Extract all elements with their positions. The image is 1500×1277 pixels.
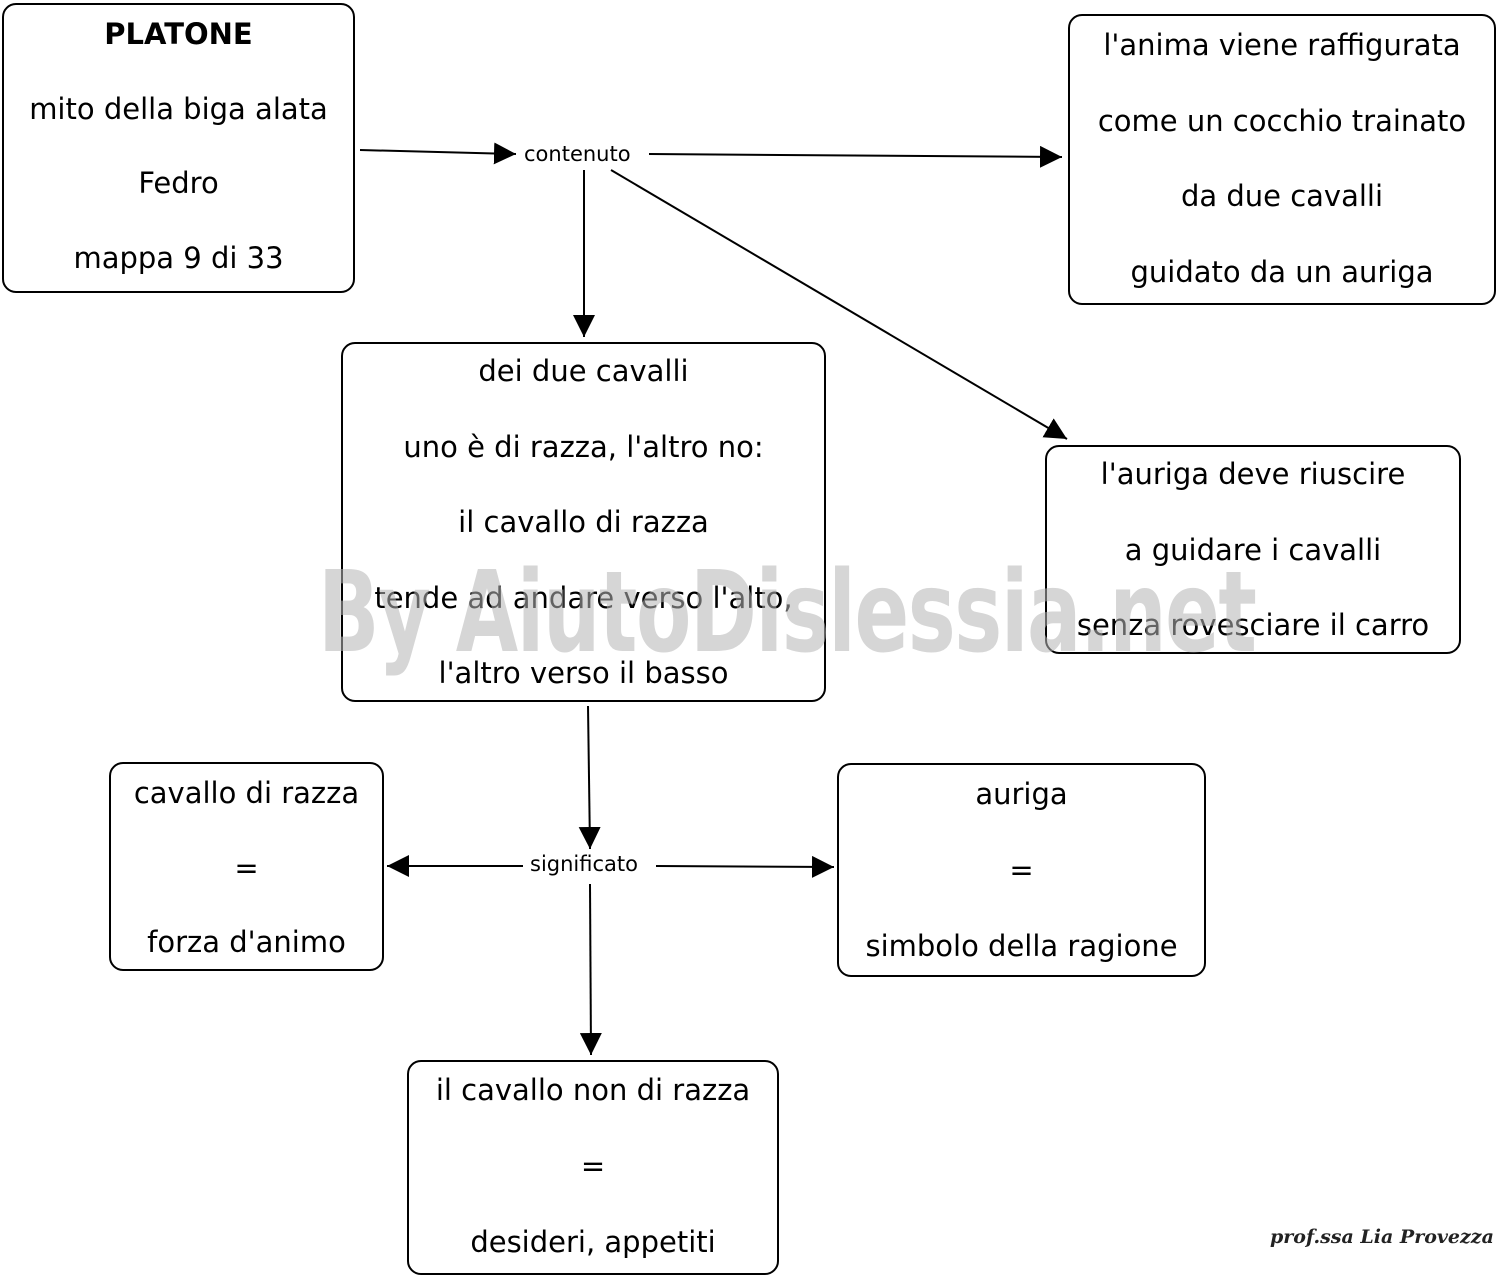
node-text-line: l'altro verso il basso bbox=[438, 656, 729, 690]
node-text-line: il cavallo non di razza bbox=[435, 1073, 751, 1107]
title-line: mappa 9 di 33 bbox=[73, 240, 284, 275]
node-due-cavalli: dei due cavalli uno è di razza, l'altro … bbox=[341, 342, 826, 702]
node-cavallo-non-razza: il cavallo non di razza = desideri, appe… bbox=[407, 1060, 779, 1275]
arrow-title-to-contenuto bbox=[359, 142, 517, 165]
link-label-contenuto: contenuto bbox=[520, 141, 635, 167]
node-text-line: senza rovesciare il carro bbox=[1076, 608, 1430, 642]
node-text-line: da due cavalli bbox=[1180, 179, 1384, 214]
node-text-line: guidato da un auriga bbox=[1130, 254, 1434, 289]
node-text-line: il cavallo di razza bbox=[458, 505, 709, 539]
node-anima: l'anima viene raffigurata come un cocchi… bbox=[1068, 14, 1496, 305]
equals-sign: = bbox=[1009, 853, 1034, 887]
node-text-line: tende ad andare verso l'alto, bbox=[374, 580, 793, 615]
title-heading: PLATONE bbox=[104, 17, 253, 51]
equals-sign: = bbox=[234, 850, 259, 885]
title-line: mito della biga alata bbox=[29, 91, 328, 126]
arrow-due-cavalli-to-significato bbox=[578, 705, 601, 850]
node-auriga-guida: l'auriga deve riuscire a guidare i caval… bbox=[1045, 445, 1461, 654]
arrow-significato-to-cavallo-non-razza bbox=[579, 883, 602, 1056]
node-text-line: uno è di razza, l'altro no: bbox=[403, 429, 764, 464]
node-text-line: forza d'animo bbox=[147, 925, 346, 959]
link-label-significato: significato bbox=[526, 851, 642, 877]
arrow-significato-to-auriga-simbolo bbox=[655, 855, 835, 878]
watermark: By AiutoDislessia.net bbox=[318, 548, 1257, 678]
node-title: PLATONE mito della biga alata Fedro mapp… bbox=[2, 3, 355, 293]
node-auriga-simbolo: auriga = simbolo della ragione bbox=[837, 763, 1206, 977]
node-text-line: l'anima viene raffigurata bbox=[1103, 28, 1461, 62]
node-cavallo-razza: cavallo di razza = forza d'animo bbox=[109, 762, 384, 971]
node-text-line: dei due cavalli bbox=[478, 354, 689, 388]
equals-sign: = bbox=[580, 1149, 606, 1183]
node-text-line: simbolo della ragione bbox=[865, 929, 1178, 963]
arrow-contenuto-to-anima bbox=[648, 145, 1063, 168]
node-text-line: auriga bbox=[975, 777, 1068, 811]
arrow-contenuto-to-auriga-guida bbox=[610, 169, 1068, 440]
node-text-line: come un cocchio trainato bbox=[1097, 103, 1467, 138]
node-text-line: l'auriga deve riuscire bbox=[1100, 457, 1406, 491]
node-text-line: cavallo di razza bbox=[133, 776, 360, 810]
author-signature: prof.ssa Lia Provezza bbox=[1270, 1226, 1494, 1248]
node-text-line: desideri, appetiti bbox=[470, 1225, 716, 1259]
node-text-line: a guidare i cavalli bbox=[1124, 532, 1382, 567]
title-line: Fedro bbox=[138, 166, 219, 201]
